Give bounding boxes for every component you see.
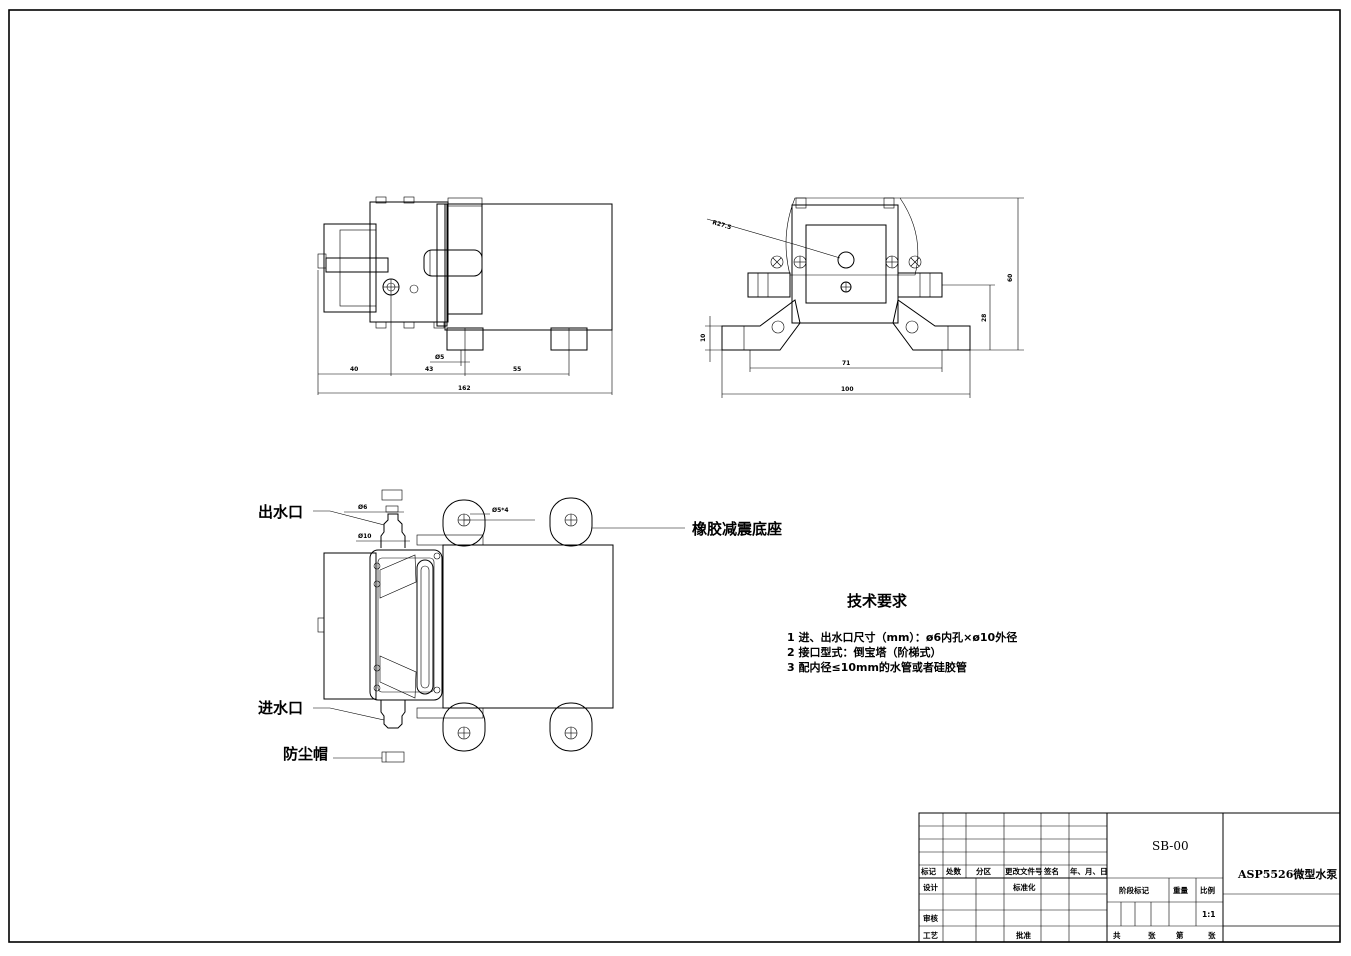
dim-40: 40 — [350, 366, 358, 373]
tech-req-item-3: 3 配内径≤10mm的水管或者硅胶管 — [787, 660, 967, 674]
dust-cap-label: 防尘帽 — [283, 745, 328, 763]
tb-standardize: 标准化 — [1012, 882, 1036, 892]
dim-100: 100 — [841, 386, 854, 393]
inlet-label: 进水口 — [258, 699, 303, 717]
drawing-frame — [8, 9, 1341, 943]
outlet-label: 出水口 — [258, 503, 303, 521]
dim-43: 43 — [425, 366, 433, 373]
tb-rev-count: 处数 — [945, 866, 961, 876]
tech-requirements: 技术要求 1 进、出水口尺寸（mm）：ø6内孔×ø10外径 2 接口型式：倒宝塔… — [787, 592, 1017, 674]
tb-process: 工艺 — [923, 930, 938, 940]
tb-rev-zone: 分区 — [976, 866, 991, 876]
dim-r27-5: R27.5 — [711, 219, 732, 231]
tb-sheet-unit: 张 — [1148, 931, 1156, 940]
tb-page-unit: 张 — [1208, 931, 1216, 940]
dim-28: 28 — [981, 314, 988, 322]
tech-req-item-2: 2 接口型式：倒宝塔（阶梯式） — [787, 645, 941, 659]
tb-rev-docno: 更改文件号 — [1005, 866, 1043, 876]
tech-req-item-1: 1 进、出水口尺寸（mm）：ø6内孔×ø10外径 — [787, 630, 1017, 644]
tb-rev-sign: 签名 — [1043, 866, 1059, 876]
tb-review: 审核 — [923, 913, 938, 923]
dim-60: 60 — [1007, 274, 1014, 282]
bottom-view: Ø6 Ø10 Ø5*4 出水口 进水口 防尘帽 橡胶减震底座 — [258, 489, 782, 763]
tb-part-name: ASP5526微型水泵 — [1237, 867, 1337, 881]
dim-10: 10 — [700, 334, 707, 342]
tb-rev-mark: 标记 — [920, 866, 936, 876]
side-view: R27.5 60 28 10 71 100 — [700, 197, 1024, 398]
tb-rev-date: 年、月、日 — [1070, 866, 1108, 876]
tb-total: 共 — [1113, 930, 1121, 940]
tb-scale: 比例 — [1200, 885, 1216, 895]
dim-phi5: Ø5 — [435, 354, 444, 361]
tb-stage-mark: 阶段标记 — [1119, 885, 1149, 895]
dim-55: 55 — [513, 366, 521, 373]
dim-phi10: Ø10 — [358, 533, 371, 540]
dim-71: 71 — [842, 360, 850, 367]
dim-phi5x4: Ø5*4 — [492, 507, 509, 514]
title-block: 标记 处数 分区 更改文件号 签名 年、月、日 设计 标准化 审核 工艺 批准 … — [918, 812, 1341, 943]
tb-scale-value: 1:1 — [1202, 910, 1215, 919]
tb-page: 第 — [1176, 930, 1184, 940]
rubber-base-label: 橡胶减震底座 — [692, 520, 782, 538]
tech-req-title: 技术要求 — [847, 592, 908, 610]
top-view: 40 43 55 162 Ø5 — [317, 196, 613, 395]
tb-weight: 重量 — [1173, 885, 1189, 895]
dim-162: 162 — [458, 385, 471, 392]
dim-phi6: Ø6 — [358, 504, 367, 511]
tb-approve: 批准 — [1016, 930, 1032, 940]
tb-drawing-no: SB-00 — [1152, 839, 1189, 853]
tb-design: 设计 — [923, 882, 938, 892]
